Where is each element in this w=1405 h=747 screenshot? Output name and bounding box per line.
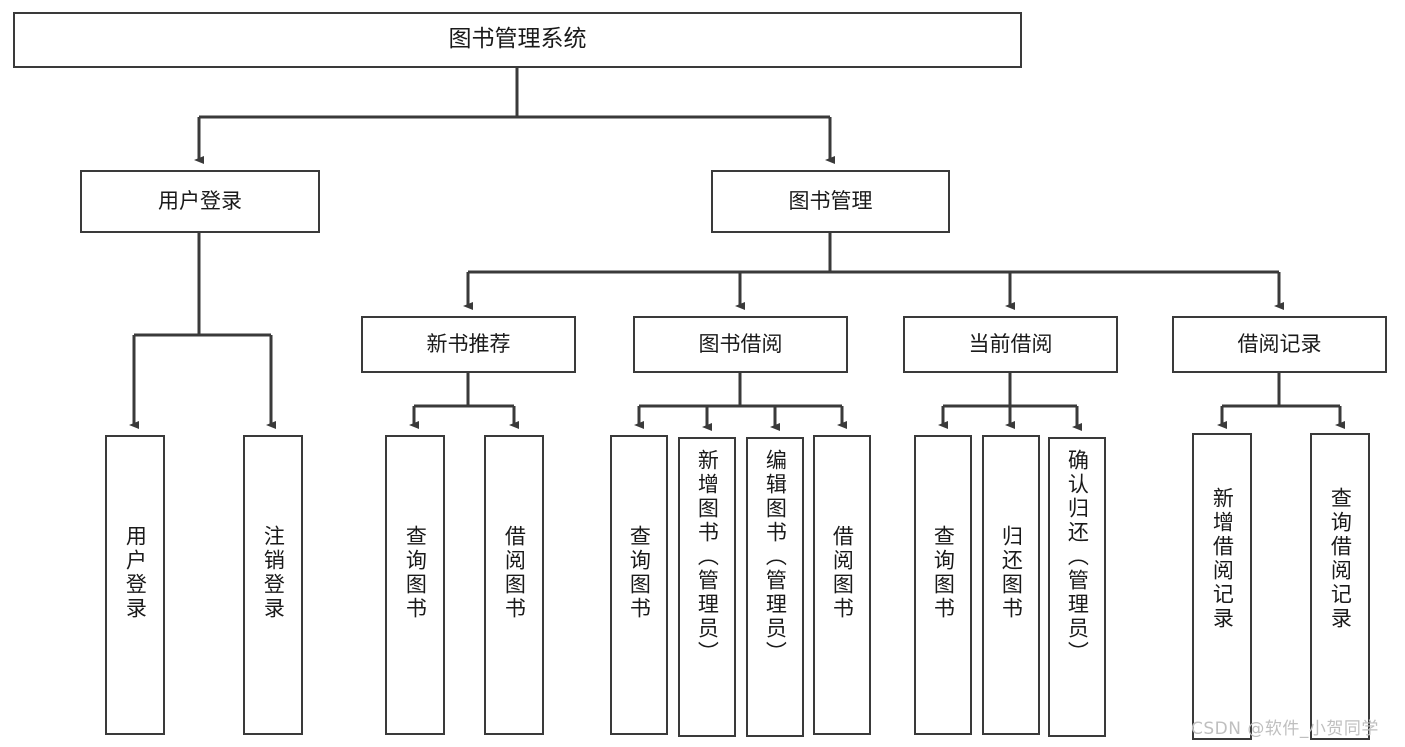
leaf-confirm-return-admin[interactable]: 确认归还（管理员） bbox=[1048, 437, 1106, 737]
node-root-system[interactable]: 图书管理系统 bbox=[13, 12, 1022, 68]
node-label: 借阅图书 bbox=[502, 525, 527, 621]
node-book-management[interactable]: 图书管理 bbox=[711, 170, 950, 233]
leaf-logout[interactable]: 注销登录 bbox=[243, 435, 303, 735]
node-label: 归还图书 bbox=[999, 525, 1024, 621]
node-label: 图书借阅 bbox=[698, 332, 783, 357]
leaf-user-login[interactable]: 用户登录 bbox=[105, 435, 165, 735]
leaf-query-books-recommendation[interactable]: 查询图书 bbox=[385, 435, 445, 735]
node-label: 确认归还（管理员） bbox=[1065, 449, 1090, 665]
leaf-return-books[interactable]: 归还图书 bbox=[982, 435, 1040, 735]
node-label: 注销登录 bbox=[261, 525, 286, 621]
leaf-query-borrowing-record[interactable]: 查询借阅记录 bbox=[1310, 433, 1370, 740]
leaf-query-books-current[interactable]: 查询图书 bbox=[914, 435, 972, 735]
leaf-borrow-books-recommendation[interactable]: 借阅图书 bbox=[484, 435, 544, 735]
node-new-book-recommendation[interactable]: 新书推荐 bbox=[361, 316, 576, 373]
node-label: 图书管理 bbox=[788, 189, 873, 214]
node-label: 用户登录 bbox=[158, 189, 242, 214]
node-label: 新书推荐 bbox=[426, 332, 511, 357]
leaf-edit-book-admin[interactable]: 编辑图书（管理员） bbox=[746, 437, 804, 737]
watermark-text: CSDN @软件_小贺同学 bbox=[1191, 719, 1379, 739]
node-label: 新增图书（管理员） bbox=[695, 449, 720, 665]
leaf-add-book-admin[interactable]: 新增图书（管理员） bbox=[678, 437, 736, 737]
leaf-query-books-borrowing[interactable]: 查询图书 bbox=[610, 435, 668, 735]
leaf-add-borrowing-record[interactable]: 新增借阅记录 bbox=[1192, 433, 1252, 740]
node-current-borrowing[interactable]: 当前借阅 bbox=[903, 316, 1118, 373]
node-user-login[interactable]: 用户登录 bbox=[80, 170, 320, 233]
node-label: 用户登录 bbox=[123, 525, 148, 621]
node-label: 查询图书 bbox=[931, 525, 956, 621]
node-label: 查询图书 bbox=[403, 525, 428, 621]
node-label: 借阅记录 bbox=[1237, 332, 1322, 357]
leaf-borrow-books[interactable]: 借阅图书 bbox=[813, 435, 871, 735]
node-label: 查询借阅记录 bbox=[1328, 487, 1353, 631]
node-label: 借阅图书 bbox=[830, 525, 855, 621]
node-label: 图书管理系统 bbox=[448, 26, 587, 53]
node-label: 当前借阅 bbox=[968, 332, 1053, 357]
node-borrowing-records[interactable]: 借阅记录 bbox=[1172, 316, 1387, 373]
node-label: 编辑图书（管理员） bbox=[763, 449, 788, 665]
node-book-borrowing[interactable]: 图书借阅 bbox=[633, 316, 848, 373]
node-label: 查询图书 bbox=[627, 525, 652, 621]
node-label: 新增借阅记录 bbox=[1210, 487, 1235, 631]
